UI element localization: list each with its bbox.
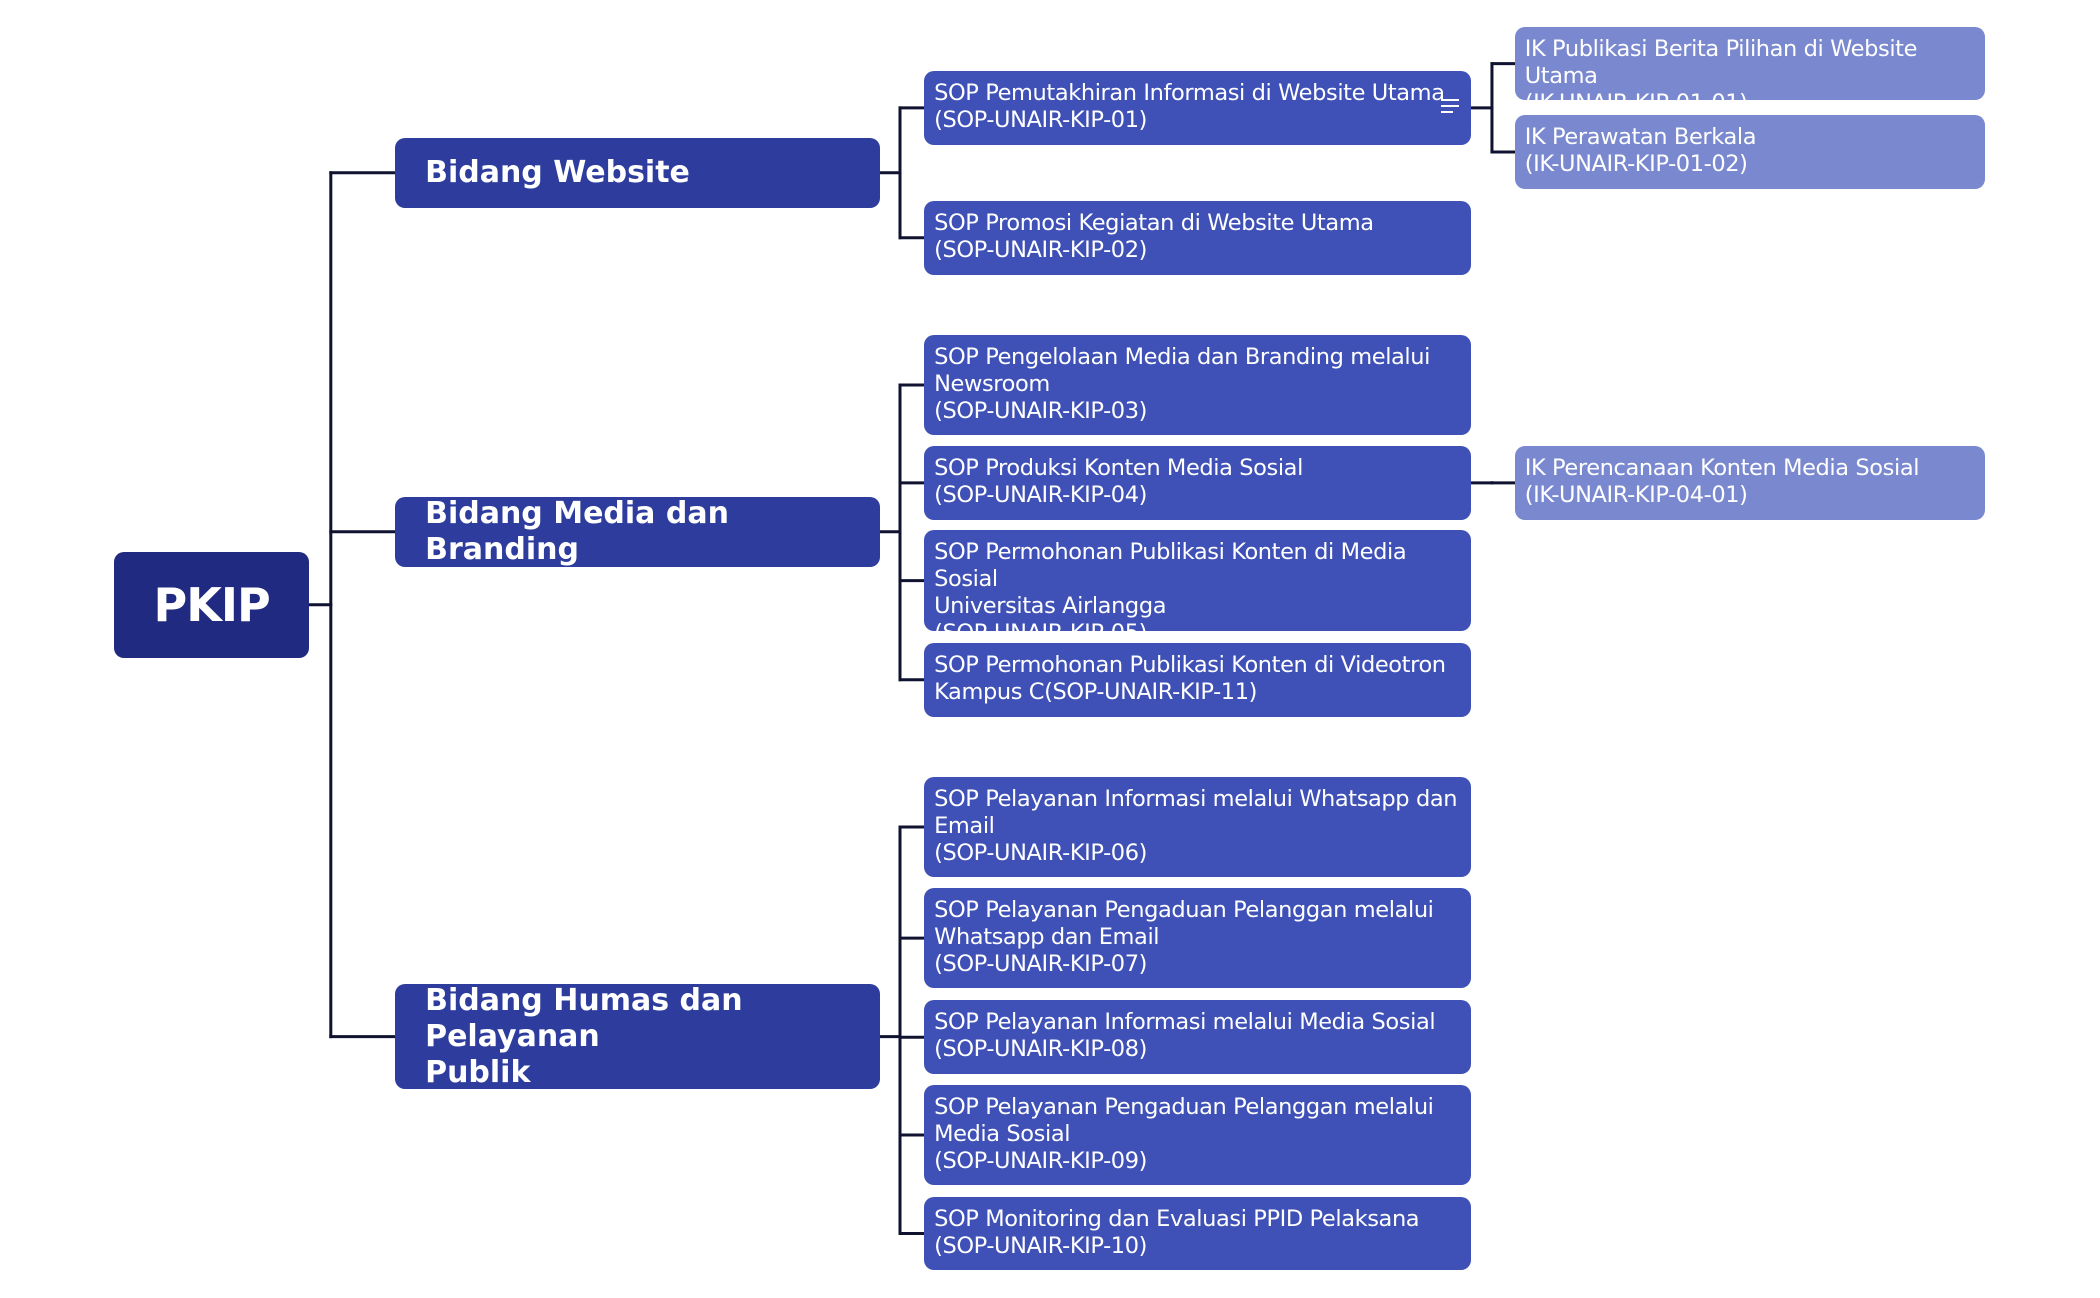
sop-node-kip-10[interactable]: SOP Monitoring dan Evaluasi PPID Pelaksa… (924, 1197, 1471, 1270)
sop-label: SOP Pelayanan Informasi melalui Media So… (934, 1009, 1436, 1063)
sop-node-kip-03[interactable]: SOP Pengelolaan Media dan Branding melal… (924, 334, 1471, 436)
sop-label: SOP Permohonan Publikasi Konten di Video… (934, 651, 1446, 705)
ik-label: IK Perawatan Berkala (IK-UNAIR-KIP-01-02… (1524, 124, 1757, 178)
sop-label: SOP Produksi Konten Media Sosial (SOP-UN… (934, 454, 1303, 508)
category-bidang-humas-dan-pelayanan-publik[interactable]: Bidang Humas dan Pelayanan Publik (395, 982, 880, 1090)
sop-node-kip-02[interactable]: SOP Promosi Kegiatan di Website Utama (S… (924, 200, 1471, 275)
sop-node-kip-09[interactable]: SOP Pelayanan Pengaduan Pelanggan melalu… (924, 1084, 1471, 1186)
category-label: Bidang Media dan Branding (425, 495, 729, 567)
sop-label: SOP Promosi Kegiatan di Website Utama (S… (934, 209, 1374, 263)
sop-node-kip-04[interactable]: SOP Produksi Konten Media Sosial (SOP-UN… (924, 445, 1471, 520)
menu-icon[interactable] (1440, 98, 1459, 113)
sop-label: SOP Permohonan Publikasi Konten di Media… (934, 539, 1407, 647)
sop-label: SOP Pemutakhiran Informasi di Website Ut… (934, 79, 1445, 133)
ik-node-kip-04-01[interactable]: IK Perencanaan Konten Media Sosial (IK-U… (1514, 445, 1985, 520)
sop-label: SOP Monitoring dan Evaluasi PPID Pelaksa… (934, 1206, 1420, 1260)
ik-label: IK Publikasi Berita Pilihan di Website U… (1524, 35, 1918, 116)
ik-label: IK Perencanaan Konten Media Sosial (IK-U… (1524, 454, 1920, 508)
category-bidang-media-dan-branding[interactable]: Bidang Media dan Branding (395, 495, 880, 567)
sop-label: SOP Pelayanan Pengaduan Pelanggan melalu… (934, 896, 1434, 977)
sop-label: SOP Pengelolaan Media dan Branding melal… (934, 343, 1430, 424)
category-label: Bidang Website (425, 154, 690, 190)
sop-label: SOP Pelayanan Pengaduan Pelanggan melalu… (934, 1093, 1434, 1174)
sop-node-kip-06[interactable]: SOP Pelayanan Informasi melalui Whatsapp… (924, 776, 1471, 878)
sop-node-kip-01[interactable]: SOP Pemutakhiran Informasi di Website Ut… (924, 70, 1471, 145)
sop-node-kip-08[interactable]: SOP Pelayanan Informasi melalui Media So… (924, 1000, 1471, 1075)
sop-node-kip-05[interactable]: SOP Permohonan Publikasi Konten di Media… (924, 530, 1471, 646)
ik-node-kip-01-02[interactable]: IK Perawatan Berkala (IK-UNAIR-KIP-01-02… (1514, 115, 1985, 189)
ik-node-kip-01-01[interactable]: IK Publikasi Berita Pilihan di Website U… (1514, 26, 1985, 116)
root-node-pkip[interactable]: PKIP (113, 551, 310, 658)
category-label: Bidang Humas dan Pelayanan Publik (425, 982, 743, 1090)
root-label: PKIP (153, 577, 270, 632)
category-bidang-website[interactable]: Bidang Website (395, 137, 880, 208)
sop-node-kip-11[interactable]: SOP Permohonan Publikasi Konten di Video… (924, 642, 1471, 717)
sop-label: SOP Pelayanan Informasi melalui Whatsapp… (934, 785, 1458, 866)
sop-node-kip-07[interactable]: SOP Pelayanan Pengaduan Pelanggan melalu… (924, 887, 1471, 989)
